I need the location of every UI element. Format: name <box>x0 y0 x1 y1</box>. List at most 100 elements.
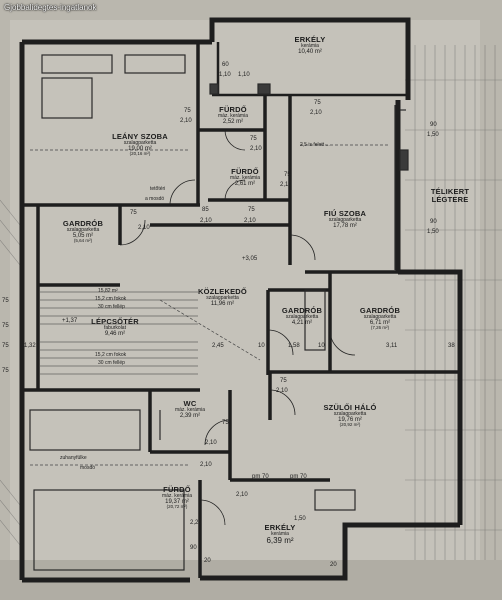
room-area: 6,39 m² <box>266 536 294 546</box>
dim-label: 1,50 <box>427 229 439 235</box>
roof-hatching <box>405 45 502 600</box>
room-furdo-small: FÜRDŐ máz. kerámia 2,52 m² <box>200 106 266 126</box>
stair-label-top-2: 30 cm fellép <box>98 304 125 310</box>
dim-label: 3,11 <box>386 343 398 349</box>
dim-label: 75 <box>250 136 257 142</box>
dim-label: 75 <box>2 323 9 329</box>
room-leany-szoba: LEÁNY SZOBA szalagparketta 19,00 m² (20,… <box>90 133 190 157</box>
note-furdo-2: mosdó <box>80 465 96 471</box>
room-area-gross: (5,64 m²) <box>73 238 93 244</box>
dim-label: 75 <box>184 108 191 114</box>
room-area: 6,71 m² <box>369 320 391 327</box>
dim-label: 2,10 <box>236 492 248 498</box>
room-kozlekedo: KÖZLEKEDŐ szalagparketta 11,96 m² <box>180 287 265 308</box>
room-floor: máz. kerámia <box>161 492 192 499</box>
room-name: LÉPCSŐTÉR <box>91 317 139 326</box>
door-swings <box>119 129 356 526</box>
room-erkely-bottom: ERKÉLY kerámia 6,39 m² <box>250 524 310 546</box>
room-area-gross: (7,26 m²) <box>370 325 390 331</box>
dim-label: 15,82 m² <box>98 288 118 294</box>
room-area: 4,21 m² <box>291 320 313 327</box>
room-floor: kerámia <box>301 42 319 49</box>
dim-label: 10 <box>318 343 325 349</box>
room-area: 2,52 m² <box>222 119 244 126</box>
dim-label: 1,10 <box>219 72 231 78</box>
room-floor: szalagparketta <box>123 139 157 146</box>
dim-label: 2,10 <box>205 440 217 446</box>
paper-inner <box>10 20 480 595</box>
room-name: GARDRÓB <box>359 306 401 315</box>
room-floor: máz. kerámia <box>229 174 260 181</box>
dim-label: 75 <box>2 343 9 349</box>
dashed-lines <box>30 144 390 466</box>
room-name: ERKÉLY <box>294 35 326 44</box>
dim-label: 2,10 <box>310 110 322 116</box>
dim-label: 60 <box>222 62 229 68</box>
dim-label: 75 <box>130 210 137 216</box>
room-area: 2,61 m² <box>234 181 256 188</box>
room-area: 11,96 m² <box>210 301 235 308</box>
dim-label: 2,10 <box>200 218 212 224</box>
dim-label: 90 <box>430 219 437 225</box>
room-name: SZÜLŐI HÁLÓ <box>323 403 377 412</box>
dim-label: 2,10 <box>276 388 288 394</box>
room-floor: máz. kerámia <box>174 406 205 413</box>
dim-label: 20 <box>204 558 211 564</box>
stair-treads <box>40 291 198 375</box>
room-name: KÖZLEKEDŐ <box>198 287 247 296</box>
dim-label: 75 <box>222 420 229 426</box>
dim-label: +1,37 <box>62 318 78 324</box>
thin-walls <box>29 54 409 571</box>
room-area-gross: (20,72 m²) <box>166 504 188 510</box>
room-floor: szalagparketta <box>206 294 239 301</box>
room-furdo-mid: FÜRDŐ máz. kerámia 2,61 m² <box>212 167 278 188</box>
dim-label: 2,45 <box>212 343 224 349</box>
stair-label-top: 15,2 cm fokok <box>95 296 127 302</box>
watermark-text: Gjobbalidegtes-ingatlanok <box>4 3 97 12</box>
room-name: FÜRDŐ <box>231 167 259 176</box>
room-szuloi-halo: SZÜLŐI HÁLÓ szalagparketta 19,76 m² (20,… <box>300 404 400 428</box>
dim-label: 90 <box>430 122 437 128</box>
note-leany-2: a mosdó <box>145 196 165 202</box>
note-leany: tetőtéri <box>150 186 166 192</box>
dim-label: 1,58 <box>288 343 300 349</box>
room-telikert: TÉLIKERT LÉGTERE <box>420 188 480 204</box>
room-wc: WC máz. kerámia 2,39 m² <box>160 399 220 420</box>
room-name: WC <box>183 399 197 408</box>
dim-label: 85 <box>202 207 209 213</box>
room-area: 2,39 m² <box>179 413 201 420</box>
room-name: FÜRDŐ <box>163 485 191 494</box>
room-area: 19,37 m² <box>165 499 189 506</box>
dim-label: 75 <box>284 172 291 178</box>
room-floor: máz. kerámia <box>217 112 248 119</box>
room-name: LEÁNY SZOBA <box>112 132 168 141</box>
room-floor: szalagparketta <box>66 226 100 233</box>
room-floor: szalagparketta <box>328 216 362 223</box>
room-name-2: LÉGTERE <box>431 194 469 204</box>
dim-label: pm 70 <box>252 474 269 480</box>
dim-label: 2,10 <box>138 225 150 231</box>
dim-label: 1,10 <box>238 72 250 78</box>
stair-label-bottom-2: 30 cm fellép <box>98 360 125 366</box>
roof-hatching-left <box>0 199 21 546</box>
dim-label: 2,10 <box>244 218 256 224</box>
dim-label: +3,05 <box>242 256 258 262</box>
room-name: TÉLIKERT <box>430 187 470 196</box>
room-area: 19,00 m² <box>128 146 152 153</box>
dim-label: 75 <box>2 368 9 374</box>
room-name: FIÚ SZOBA <box>323 209 367 218</box>
room-floor: kerámia <box>271 530 289 537</box>
dim-label: 2,10 <box>280 182 292 188</box>
room-erkely-top: ERKÉLY kerámia 10,40 m² <box>270 35 350 56</box>
dim-label: 1,50 <box>427 132 439 138</box>
dim-label: 2,10 <box>250 146 262 152</box>
dim-label: 75 <box>314 100 321 106</box>
room-name: GARDRÓB <box>281 306 323 315</box>
room-gardrob-mid: GARDRÓB szalagparketta 4,21 m² <box>272 306 332 327</box>
room-gardrob-right: GARDRÓB szalagparketta 6,71 m² (7,26 m²) <box>345 307 415 331</box>
room-area: 9,46 m² <box>104 331 126 338</box>
note-fiu: 2,5 is felett ... <box>300 142 330 148</box>
note-furdo: zuhanyfülke <box>60 455 87 461</box>
dim-label: 75 <box>2 298 9 304</box>
